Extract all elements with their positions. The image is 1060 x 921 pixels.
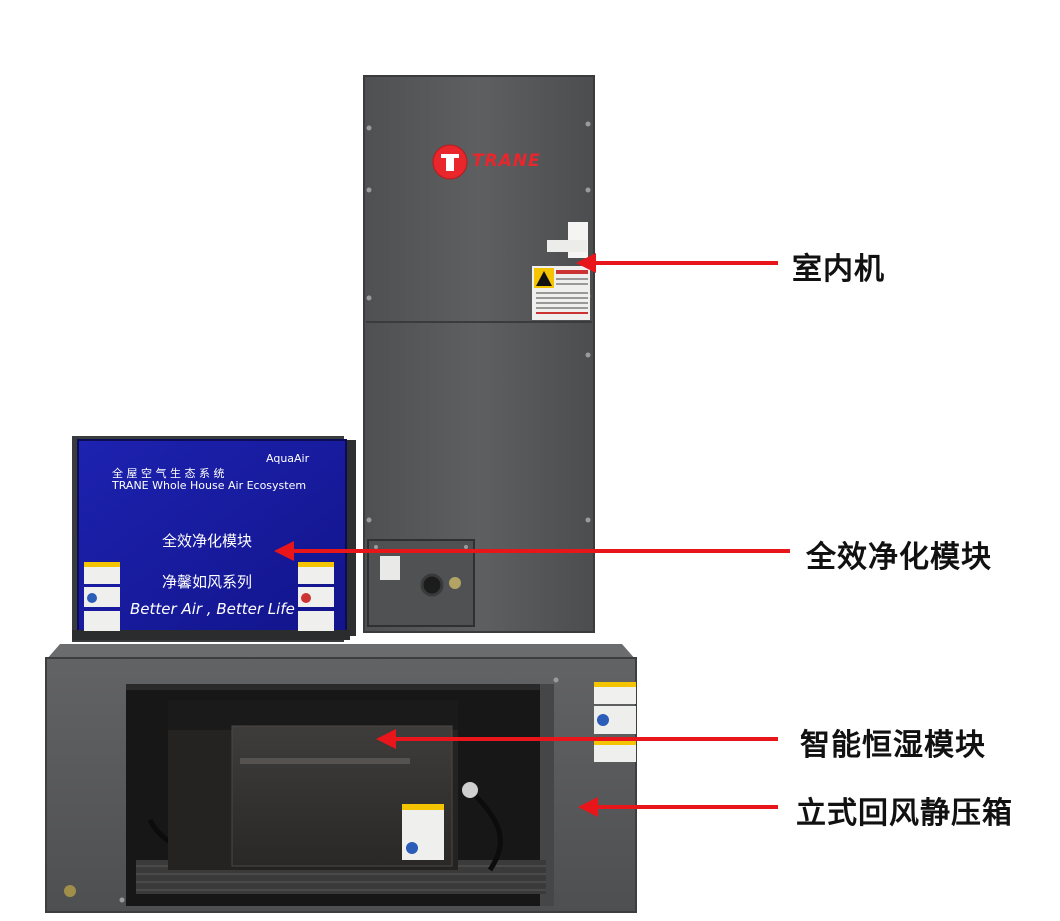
trane-wordmark: TRANE xyxy=(472,151,541,171)
panel-brand-en: AquaAir xyxy=(266,452,310,465)
indoor-unit xyxy=(363,75,595,633)
arrow-purification-module xyxy=(274,541,790,561)
humidity-module xyxy=(168,700,458,870)
purification-module xyxy=(72,436,356,642)
arrow-humidity-module xyxy=(376,729,778,749)
panel-module-name: 全效净化模块 xyxy=(162,532,253,550)
arrow-return-air-plenum xyxy=(578,797,778,817)
purification-warning-labels-right xyxy=(298,562,334,631)
label-humidity-module: 智能恒湿模块 xyxy=(800,728,986,763)
arrow-indoor-unit xyxy=(576,253,778,273)
purification-warning-labels-left xyxy=(84,562,120,631)
tower-warning-labels xyxy=(532,222,590,320)
label-indoor-unit: 室内机 xyxy=(792,252,885,287)
panel-title-en: TRANE Whole House Air Ecosystem xyxy=(112,479,307,492)
annotation-arrows xyxy=(274,253,790,817)
label-purification-module: 全效净化模块 xyxy=(806,540,992,575)
panel-slogan: Better Air , Better Life xyxy=(130,600,295,618)
trane-logo xyxy=(432,144,468,180)
panel-title-cn: 全 屋 空 气 生 态 系 统 xyxy=(112,467,225,480)
panel-series-name: 净馨如风系列 xyxy=(162,573,253,591)
label-return-air-plenum: 立式回风静压箱 xyxy=(796,796,1013,831)
plenum-warning-labels xyxy=(594,682,636,762)
